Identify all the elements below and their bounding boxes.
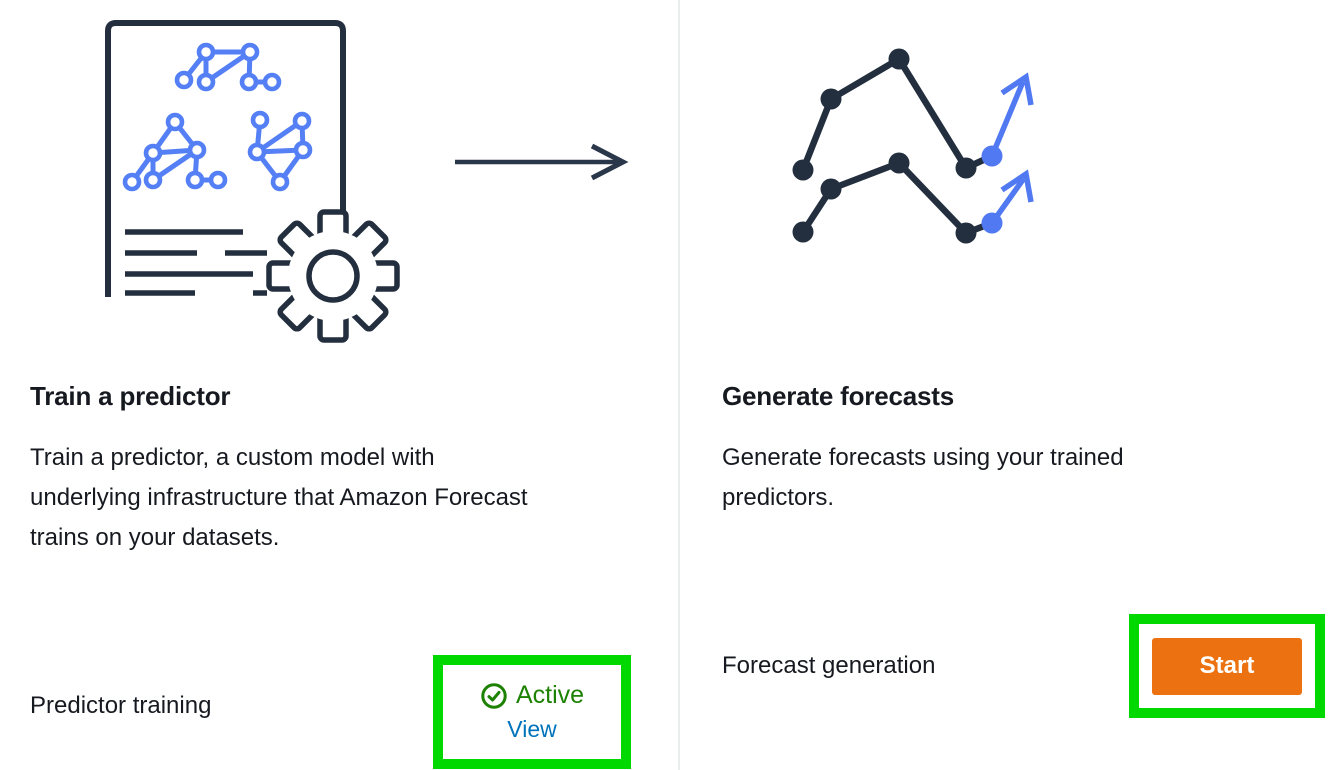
description-line: underlying infrastructure that Amazon Fo…: [30, 484, 528, 511]
start-button[interactable]: Start: [1152, 637, 1302, 695]
description-line: predictors.: [722, 484, 835, 511]
description-line: trains on your datasets.: [30, 524, 280, 551]
trend-line: [792, 48, 1034, 181]
highlight-box-start-button: Start: [1129, 614, 1325, 718]
check-circle-icon: [481, 682, 507, 709]
gear-icon: [266, 209, 400, 343]
predictor-training-illustration: [105, 20, 400, 343]
document-text-lines: [125, 229, 267, 296]
trend-arrow-icon: [1000, 169, 1034, 203]
left-panel-heading: Train a predictor: [30, 381, 231, 411]
description-line: Train a predictor, a custom model with: [30, 444, 435, 471]
right-panel-heading: Generate forecasts: [722, 381, 954, 411]
right-arrow-icon: [455, 143, 629, 181]
trend-line: [792, 152, 1034, 244]
predictor-training-label: Predictor training: [30, 692, 212, 719]
status-badge: Active: [515, 681, 585, 709]
panel-divider: [678, 0, 680, 770]
right-panel-description: Generate forecasts using your trained pr…: [722, 438, 1124, 518]
description-line: Generate forecasts using your trained: [722, 444, 1124, 471]
view-link[interactable]: View: [507, 716, 557, 742]
predictor-status: Active: [480, 681, 584, 710]
forecast-generation-label: Forecast generation: [722, 652, 936, 679]
left-panel-description: Train a predictor, a custom model with u…: [30, 438, 528, 558]
network-graph-icon: [174, 42, 282, 92]
network-graph-icon: [122, 112, 228, 192]
trend-arrow-icon: [1000, 72, 1034, 106]
forecast-trend-chart-illustration: [792, 48, 1034, 244]
network-graph-icon: [247, 110, 313, 192]
document-icon: [105, 20, 346, 297]
highlight-box-active-status: Active View: [433, 655, 631, 769]
